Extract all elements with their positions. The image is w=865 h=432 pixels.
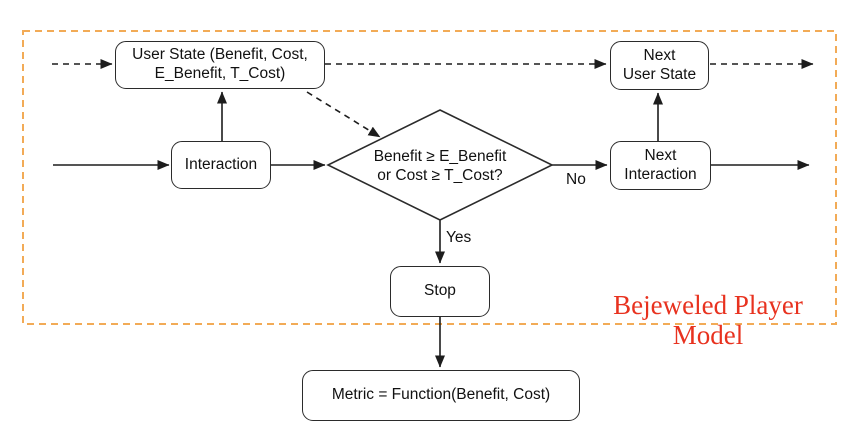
- node-metric: Metric = Function(Benefit, Cost): [302, 370, 580, 421]
- node-next-user-state: Next User State: [610, 41, 709, 90]
- diagram-title: Bejeweled Player Model: [613, 290, 803, 350]
- no-branch-label: No: [566, 171, 586, 188]
- decision-condition-text: Benefit ≥ E_Benefit or Cost ≥ T_Cost?: [373, 147, 507, 184]
- node-next-interaction: Next Interaction: [610, 141, 711, 190]
- yes-branch-label: Yes: [446, 229, 472, 246]
- node-stop: Stop: [390, 266, 490, 317]
- model-frame: [22, 30, 837, 325]
- node-interaction: Interaction: [171, 141, 271, 189]
- decision-diamond: [326, 109, 554, 221]
- edge-user-state-to-decision: [306, 91, 381, 138]
- node-user-state: User State (Benefit, Cost, E_Benefit, T_…: [115, 41, 325, 89]
